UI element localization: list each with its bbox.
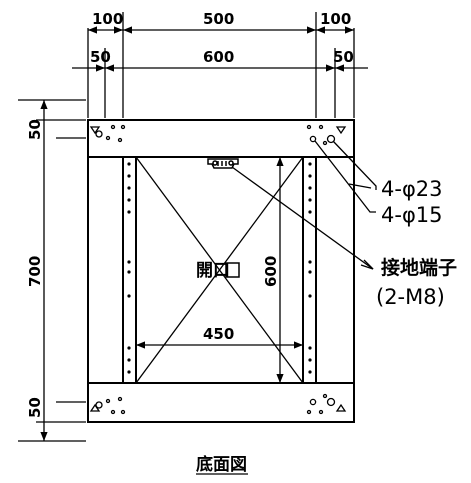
dim-top-right-100: 100 (320, 10, 351, 28)
dim-inner-450: 450 (203, 325, 234, 343)
dim-side-50-top: 50 (26, 119, 44, 140)
opening-label: 開口 (196, 261, 230, 281)
corner-holes (89, 124, 347, 415)
hole-icon (95, 130, 103, 138)
hole-icon (326, 397, 336, 407)
ground-terminal-label: 接地端子 (381, 256, 457, 279)
outer-frame (87, 119, 355, 423)
triangle-mark-icon (89, 126, 101, 135)
triangle-mark-icon (335, 403, 347, 412)
drawing-title: 底面図 (196, 454, 247, 475)
hole-23-icon (326, 134, 336, 144)
dim-right-50: 50 (333, 48, 354, 66)
dim-left-50: 50 (90, 48, 111, 66)
ground-terminal-block (207, 158, 239, 169)
hole-15-icon (309, 135, 317, 143)
left-dimension-lines (18, 99, 86, 442)
opening-square-icon (225, 262, 240, 278)
top-dimension-lines (72, 12, 368, 118)
hole-23-label: 4-φ23 (381, 177, 443, 201)
channel-holes (127, 162, 312, 374)
dim-side-50-bottom: 50 (26, 397, 44, 418)
hole-icon (95, 401, 103, 409)
dim-top-left-100: 100 (92, 10, 123, 28)
hole-15-label: 4-φ15 (381, 203, 443, 227)
triangle-mark-icon (335, 126, 347, 135)
inner-dimension-lines (136, 157, 303, 383)
callout-leaders (231, 140, 377, 270)
dim-height-700: 700 (26, 256, 44, 287)
dim-inner-600: 600 (262, 256, 280, 287)
ground-spec-label: (2-M8) (376, 285, 445, 309)
dim-width-600: 600 (203, 48, 234, 66)
dim-top-500: 500 (203, 10, 234, 28)
